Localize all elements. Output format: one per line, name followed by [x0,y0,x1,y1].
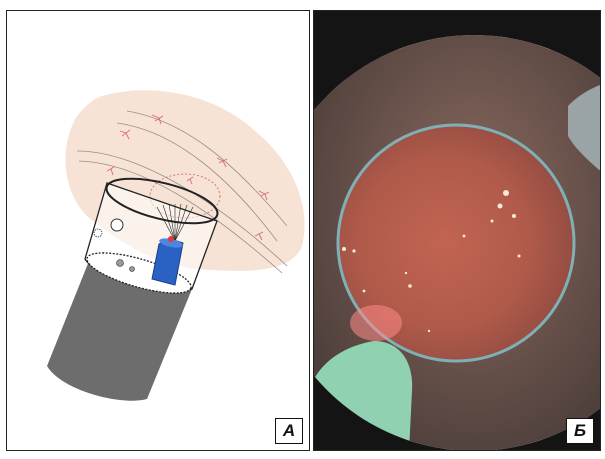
panel-label-b: Б [566,418,594,444]
panel-a: А [6,10,310,451]
laser-glow [350,305,402,341]
port-hole [111,219,123,231]
channel-hole [130,267,135,272]
channel-hole [117,260,124,267]
panel-b: Б [313,10,601,451]
laser-tip [168,236,174,242]
schematic-illustration [7,11,310,451]
panel-label-a: А [275,418,303,444]
endoscopic-photo [314,11,601,451]
port-hole [94,229,102,237]
